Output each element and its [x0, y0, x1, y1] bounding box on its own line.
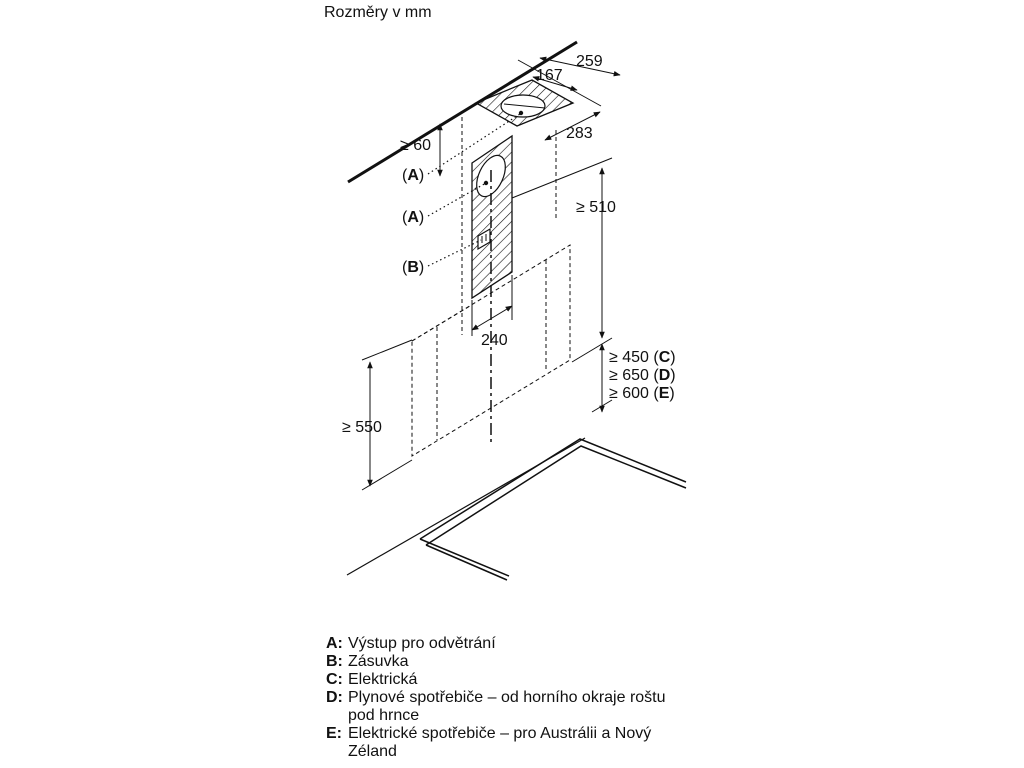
- dim-ge510: ≥ 510: [576, 199, 616, 216]
- dim-hood-height-lines: [591, 343, 613, 413]
- marker-A-ceiling: (A): [402, 167, 424, 184]
- dim-ceiling: [517, 56, 621, 141]
- marker-A-wall: (A): [402, 209, 424, 226]
- dim-ge550: ≥ 550: [342, 419, 382, 436]
- legend-item-d: D: Plynové spotřebiče – od horního okraj…: [326, 689, 666, 724]
- diagram-title: Rozměry v mm: [324, 4, 432, 21]
- hood-outline: [411, 244, 571, 457]
- dim-167: 167: [536, 67, 563, 84]
- legend-item-b: B: Zásuvka: [326, 653, 409, 670]
- legend-item-a: A: Výstup pro odvětrání: [326, 635, 496, 652]
- wall-installation-zone: [471, 134, 513, 300]
- legend-item-e: E: Elektrické spotřebiče – pro Austrálii…: [326, 725, 652, 760]
- dim-ge650: ≥ 650 (D): [609, 367, 676, 384]
- dim-510-lines: [511, 157, 613, 363]
- dim-550-lines: [361, 339, 413, 491]
- dim-283: 283: [566, 125, 593, 142]
- dim-240-lines: [471, 275, 513, 336]
- legend: A: Výstup pro odvětrání B: Zásuvka C: El…: [326, 635, 688, 761]
- dim-259: 259: [576, 53, 603, 70]
- dim-ge450: ≥ 450 (C): [609, 349, 676, 366]
- callout-lines: [427, 113, 521, 267]
- dim-ge60: ≥ 60: [400, 137, 431, 154]
- marker-B: (B): [402, 259, 424, 276]
- cooktop: [419, 438, 687, 581]
- ceiling-cutout: [474, 79, 575, 127]
- dim-240: 240: [481, 332, 508, 349]
- dim-ge600: ≥ 600 (E): [609, 385, 675, 402]
- ceiling-line: [347, 40, 578, 184]
- legend-item-c: C: Elektrická: [326, 671, 418, 688]
